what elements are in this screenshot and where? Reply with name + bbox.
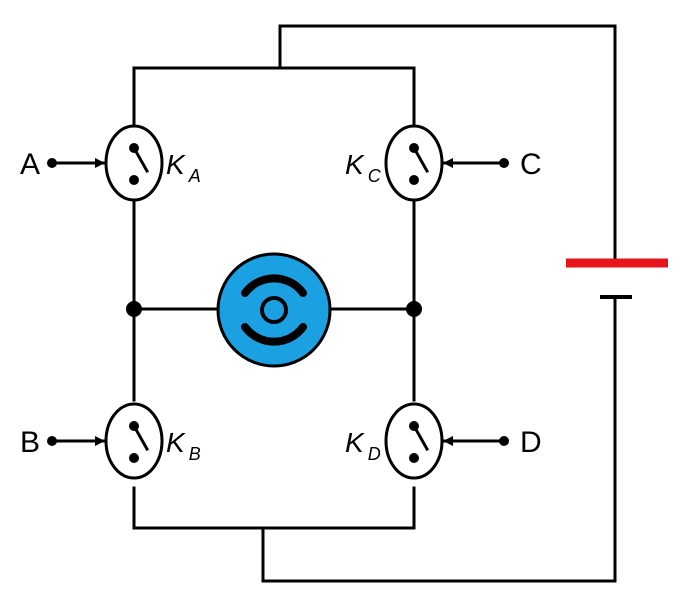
switch-kb — [104, 402, 164, 480]
input-node-d — [499, 436, 509, 446]
battery-positive-wire — [278, 24, 617, 265]
switch-label-kd-main: K — [345, 427, 365, 458]
motor-rotor — [260, 296, 288, 324]
bottom-rail-wire — [132, 486, 416, 530]
switch-kc-bottom-contact — [409, 175, 419, 185]
switch-label-kc-main: K — [345, 149, 365, 180]
switch-label-ka: K A — [166, 149, 201, 186]
switch-label-kb-main: K — [166, 427, 186, 458]
input-node-c — [499, 158, 509, 168]
switch-kb-bottom-contact — [129, 453, 139, 463]
switch-ka-bottom-contact — [129, 175, 139, 185]
switch-label-kc: K C — [345, 149, 382, 186]
switch-kd-bottom-contact — [409, 453, 419, 463]
motor-top-arc — [241, 274, 307, 297]
switch-icon — [384, 124, 444, 202]
input-node-a — [47, 158, 57, 168]
control-input-c — [442, 158, 509, 168]
motor-body — [216, 252, 332, 368]
switch-icon — [384, 402, 444, 480]
terminal-label-d: D — [520, 426, 542, 459]
switch-kb-top-contact — [129, 421, 139, 431]
switch-ka — [104, 124, 164, 202]
switch-label-kd-sub: D — [368, 444, 381, 464]
motor-icon — [216, 252, 332, 368]
control-input-a — [47, 158, 106, 168]
switch-ka-top-contact — [129, 143, 139, 153]
battery-negative-wire — [261, 295, 617, 583]
left-junction-node — [126, 301, 142, 317]
terminal-label-a: A — [20, 148, 40, 181]
switch-label-kb-sub: B — [189, 444, 201, 464]
control-input-b — [47, 436, 106, 446]
motor-bottom-arc — [241, 323, 307, 346]
switch-icon — [104, 402, 164, 480]
switch-kd — [384, 402, 444, 480]
switch-label-kb: K B — [166, 427, 201, 464]
circuit-wires — [132, 24, 617, 583]
switch-label-kd: K D — [345, 427, 381, 464]
switch-icon — [104, 124, 164, 202]
switch-label-ka-main: K — [166, 149, 186, 180]
control-input-d — [442, 436, 509, 446]
right-junction-node — [406, 301, 422, 317]
top-rail-wire — [132, 66, 416, 129]
input-node-b — [47, 436, 57, 446]
terminal-label-b: B — [20, 426, 40, 459]
terminal-label-c: C — [520, 148, 542, 181]
battery-icon — [566, 258, 668, 299]
switch-kc — [384, 124, 444, 202]
switch-kd-top-contact — [409, 421, 419, 431]
switch-kc-top-contact — [409, 143, 419, 153]
switch-label-kc-sub: C — [368, 166, 382, 186]
switch-label-ka-sub: A — [188, 166, 201, 186]
